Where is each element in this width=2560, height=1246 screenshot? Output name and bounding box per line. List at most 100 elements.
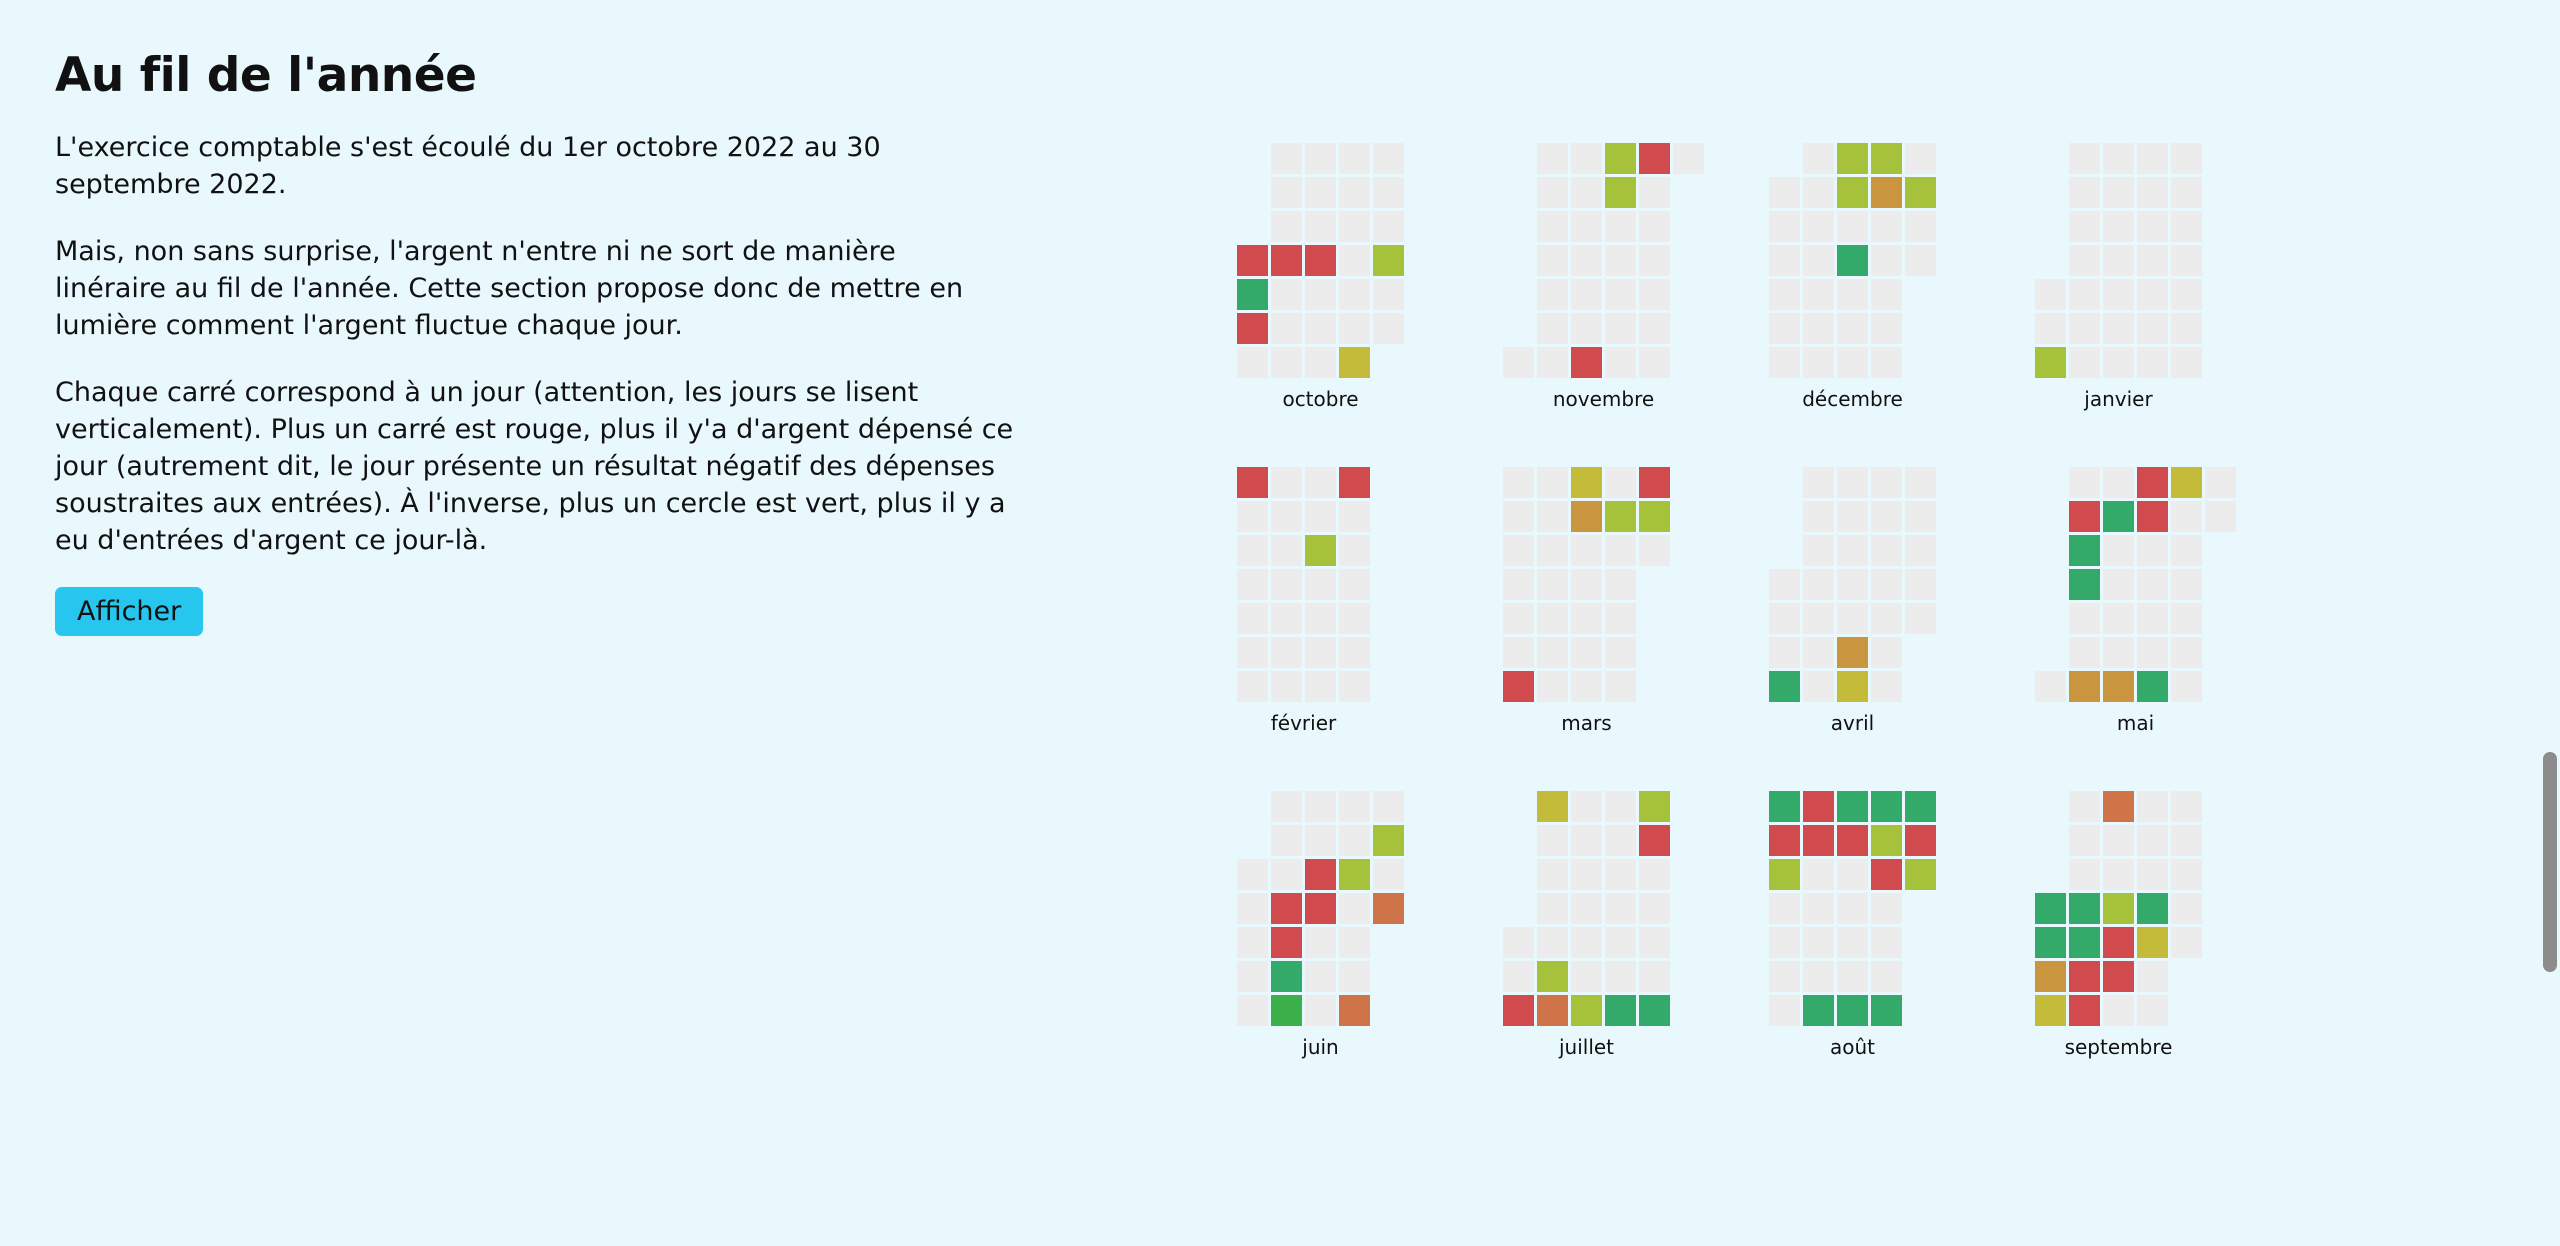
day-cell[interactable] <box>1271 961 1302 992</box>
day-cell[interactable] <box>2035 995 2066 1026</box>
day-cell[interactable] <box>1537 279 1568 310</box>
day-cell[interactable] <box>1905 535 1936 566</box>
day-cell[interactable] <box>1537 893 1568 924</box>
day-cell[interactable] <box>1871 603 1902 634</box>
day-cell[interactable] <box>1769 569 1800 600</box>
day-cell[interactable] <box>1639 825 1670 856</box>
day-cell[interactable] <box>1305 603 1336 634</box>
day-cell[interactable] <box>1803 859 1834 890</box>
day-cell[interactable] <box>1803 467 1834 498</box>
day-cell[interactable] <box>1871 211 1902 242</box>
day-cell[interactable] <box>1871 347 1902 378</box>
day-cell[interactable] <box>1639 961 1670 992</box>
day-cell[interactable] <box>2069 177 2100 208</box>
day-cell[interactable] <box>1373 791 1404 822</box>
day-cell[interactable] <box>2035 893 2066 924</box>
day-cell[interactable] <box>1537 313 1568 344</box>
day-cell[interactable] <box>1571 995 1602 1026</box>
day-cell[interactable] <box>1905 143 1936 174</box>
day-cell[interactable] <box>2137 859 2168 890</box>
day-cell[interactable] <box>1503 671 1534 702</box>
day-cell[interactable] <box>1605 313 1636 344</box>
day-cell[interactable] <box>2103 637 2134 668</box>
day-cell[interactable] <box>1237 995 1268 1026</box>
day-cell[interactable] <box>1605 279 1636 310</box>
day-cell[interactable] <box>1571 893 1602 924</box>
day-cell[interactable] <box>1237 927 1268 958</box>
day-cell[interactable] <box>2103 313 2134 344</box>
day-cell[interactable] <box>1503 569 1534 600</box>
day-cell[interactable] <box>1871 859 1902 890</box>
day-cell[interactable] <box>2069 535 2100 566</box>
day-cell[interactable] <box>2171 671 2202 702</box>
day-cell[interactable] <box>2137 995 2168 1026</box>
day-cell[interactable] <box>2171 467 2202 498</box>
day-cell[interactable] <box>1339 467 1370 498</box>
day-cell[interactable] <box>1271 535 1302 566</box>
day-cell[interactable] <box>1639 927 1670 958</box>
day-cell[interactable] <box>1271 313 1302 344</box>
day-cell[interactable] <box>1339 279 1370 310</box>
day-cell[interactable] <box>2035 279 2066 310</box>
day-cell[interactable] <box>1769 245 1800 276</box>
day-cell[interactable] <box>2069 671 2100 702</box>
day-cell[interactable] <box>2103 535 2134 566</box>
day-cell[interactable] <box>1503 961 1534 992</box>
day-cell[interactable] <box>1639 535 1670 566</box>
day-cell[interactable] <box>1639 995 1670 1026</box>
day-cell[interactable] <box>2069 143 2100 174</box>
day-cell[interactable] <box>2137 501 2168 532</box>
day-cell[interactable] <box>1871 467 1902 498</box>
day-cell[interactable] <box>1537 467 1568 498</box>
day-cell[interactable] <box>1537 569 1568 600</box>
day-cell[interactable] <box>1837 927 1868 958</box>
day-cell[interactable] <box>1673 143 1704 174</box>
day-cell[interactable] <box>1803 637 1834 668</box>
day-cell[interactable] <box>1605 569 1636 600</box>
day-cell[interactable] <box>2137 177 2168 208</box>
day-cell[interactable] <box>1639 467 1670 498</box>
day-cell[interactable] <box>1769 279 1800 310</box>
day-cell[interactable] <box>1571 501 1602 532</box>
day-cell[interactable] <box>2035 347 2066 378</box>
day-cell[interactable] <box>1271 347 1302 378</box>
day-cell[interactable] <box>1339 535 1370 566</box>
day-cell[interactable] <box>1605 177 1636 208</box>
day-cell[interactable] <box>1571 313 1602 344</box>
day-cell[interactable] <box>1605 637 1636 668</box>
day-cell[interactable] <box>1237 961 1268 992</box>
day-cell[interactable] <box>1237 893 1268 924</box>
day-cell[interactable] <box>2171 245 2202 276</box>
day-cell[interactable] <box>2103 603 2134 634</box>
day-cell[interactable] <box>1605 603 1636 634</box>
day-cell[interactable] <box>1803 211 1834 242</box>
day-cell[interactable] <box>1769 177 1800 208</box>
day-cell[interactable] <box>1571 927 1602 958</box>
day-cell[interactable] <box>1339 671 1370 702</box>
day-cell[interactable] <box>2069 859 2100 890</box>
day-cell[interactable] <box>1339 791 1370 822</box>
day-cell[interactable] <box>2069 791 2100 822</box>
day-cell[interactable] <box>1605 347 1636 378</box>
day-cell[interactable] <box>1905 467 1936 498</box>
day-cell[interactable] <box>1605 211 1636 242</box>
day-cell[interactable] <box>1803 535 1834 566</box>
day-cell[interactable] <box>1339 569 1370 600</box>
day-cell[interactable] <box>1305 893 1336 924</box>
day-cell[interactable] <box>2069 569 2100 600</box>
day-cell[interactable] <box>1305 637 1336 668</box>
day-cell[interactable] <box>1571 279 1602 310</box>
day-cell[interactable] <box>1339 177 1370 208</box>
day-cell[interactable] <box>1571 177 1602 208</box>
day-cell[interactable] <box>1571 569 1602 600</box>
day-cell[interactable] <box>1537 535 1568 566</box>
day-cell[interactable] <box>1373 143 1404 174</box>
day-cell[interactable] <box>2171 893 2202 924</box>
day-cell[interactable] <box>1769 859 1800 890</box>
day-cell[interactable] <box>1871 569 1902 600</box>
day-cell[interactable] <box>1305 859 1336 890</box>
day-cell[interactable] <box>1803 893 1834 924</box>
day-cell[interactable] <box>1305 995 1336 1026</box>
day-cell[interactable] <box>1503 603 1534 634</box>
day-cell[interactable] <box>1237 245 1268 276</box>
